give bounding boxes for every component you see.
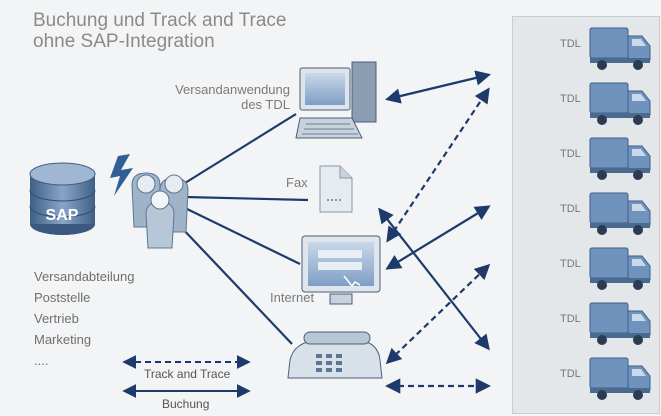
booking-arrows bbox=[378, 70, 491, 351]
shipping-app-label: Versandanwendung des TDL bbox=[162, 82, 290, 112]
title-line-1: Buchung und Track and Trace bbox=[33, 10, 287, 31]
tdl-label: TDL bbox=[560, 258, 581, 270]
internet-label: Internet bbox=[270, 290, 315, 305]
line-to-shipping-app bbox=[184, 113, 297, 184]
booking-arrow-shipping-app bbox=[385, 70, 491, 104]
booking-arrow-internet-2 bbox=[378, 207, 490, 351]
truck-icon bbox=[589, 192, 651, 235]
truck-icon bbox=[589, 82, 651, 125]
booking-arrow-internet-1 bbox=[385, 205, 491, 270]
truck-icon bbox=[589, 137, 651, 180]
department-item: Marketing bbox=[34, 332, 92, 347]
diagram-title: Buchung und Track and Trace ohne SAP-Int… bbox=[33, 10, 287, 52]
lightning-icon bbox=[110, 154, 133, 196]
tdl-label: TDL bbox=[560, 148, 581, 160]
truck-icon bbox=[589, 357, 651, 400]
sap-database-icon: SAP bbox=[29, 162, 96, 235]
trace-arrow-phone-1 bbox=[385, 263, 491, 365]
line-to-internet bbox=[184, 207, 301, 265]
desktop-computer-icon bbox=[295, 61, 377, 139]
tdl-label: TDL bbox=[560, 313, 581, 325]
department-item: .... bbox=[34, 353, 49, 368]
internet-monitor-icon bbox=[301, 235, 381, 305]
legend-booking-label: Buchung bbox=[162, 397, 210, 411]
phone-icon bbox=[287, 331, 383, 379]
legend-track-trace-label: Track and Trace bbox=[144, 367, 231, 381]
departments-list: Versandabteilung Poststelle Vertrieb Mar… bbox=[34, 266, 134, 371]
tdl-label: TDL bbox=[560, 203, 581, 215]
department-item: Vertrieb bbox=[34, 311, 79, 326]
line-to-fax bbox=[184, 195, 309, 202]
department-item: Poststelle bbox=[34, 290, 91, 305]
truck-icon bbox=[589, 302, 651, 345]
tdl-label: TDL bbox=[560, 368, 581, 380]
trace-arrows bbox=[384, 87, 492, 394]
truck-icon bbox=[589, 27, 651, 70]
fax-label: Fax bbox=[286, 175, 308, 190]
sap-label: SAP bbox=[46, 207, 79, 224]
line-to-phone bbox=[179, 225, 293, 345]
tdl-label: TDL bbox=[560, 93, 581, 105]
user-connections bbox=[179, 113, 309, 345]
trucks-group bbox=[589, 27, 651, 400]
tdl-label: TDL bbox=[560, 38, 581, 50]
title-line-2: ohne SAP-Integration bbox=[33, 31, 215, 52]
trace-arrow-internet bbox=[386, 87, 490, 243]
legend-arrows bbox=[122, 355, 251, 398]
shipping-app-label-line-1: Versandanwendung bbox=[175, 82, 290, 97]
department-item: Versandabteilung bbox=[34, 269, 135, 284]
shipping-app-label-line-2: des TDL bbox=[241, 97, 290, 112]
fax-document-icon bbox=[319, 165, 353, 213]
truck-icon bbox=[589, 247, 651, 290]
users-group-icon bbox=[131, 172, 189, 249]
